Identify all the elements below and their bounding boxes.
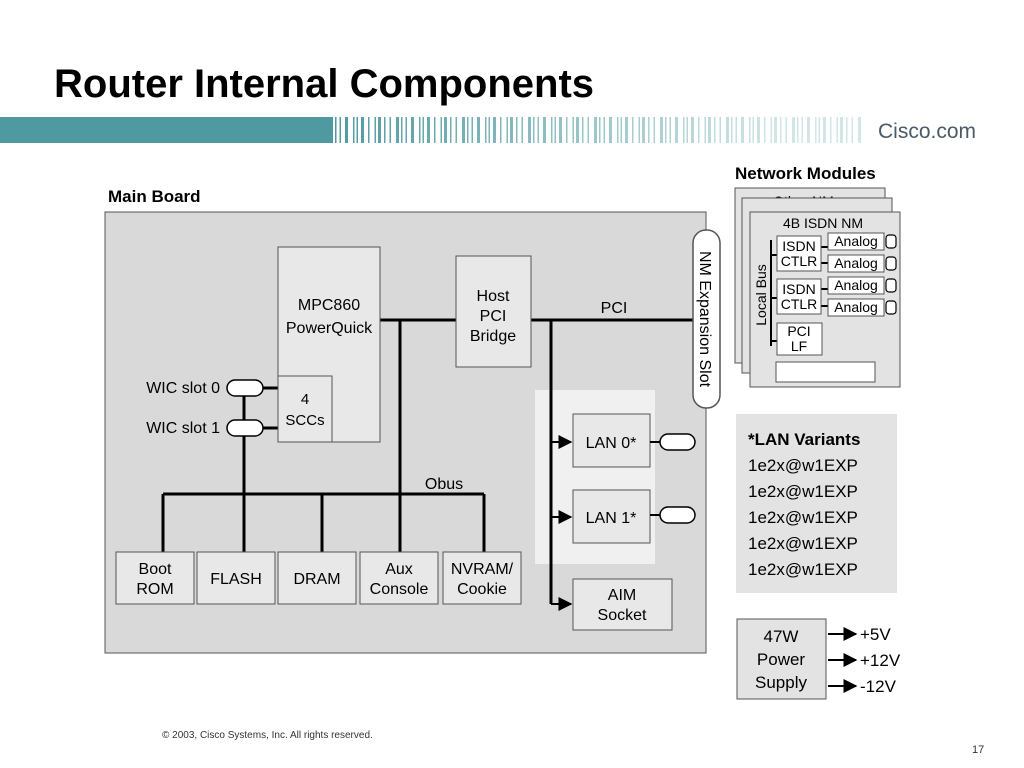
power-rail-label: +12V (860, 651, 901, 670)
bridge-label-1: Host (477, 288, 510, 305)
slide-title: Router Internal Components (54, 62, 595, 106)
pci-lf-label-1: PCI (787, 323, 810, 339)
lan-variant-item: 1e2x@w1EXP (748, 534, 858, 553)
local-bus-label: Local Bus (753, 264, 769, 325)
power-rail-label: -12V (860, 677, 897, 696)
isdn-nm-label: 4B ISDN NM (783, 215, 863, 231)
brand-bar (0, 117, 861, 143)
sccs-box (277, 375, 333, 443)
pci-lf-box (776, 322, 823, 356)
isdn-ctlr-a-label-1: ISDN (782, 238, 815, 254)
power-supply-label-1: 47W (764, 627, 799, 646)
pci-label: PCI (601, 300, 628, 317)
isdn-ctlr-a-label-2: CTLR (781, 253, 818, 269)
bridge-label-2: PCI (480, 308, 507, 325)
isdn-ctlr-a (776, 235, 822, 272)
nvram-label-1: NVRAM/ (451, 561, 514, 578)
wic-slot-0-label: WIC slot 0 (146, 380, 220, 397)
aim-label-2: Socket (598, 607, 647, 624)
nm-expansion-slot-label: NM Expansion Slot (696, 251, 713, 388)
wic-slot-1-connector (226, 419, 264, 437)
lan1-label: LAN 1* (586, 510, 637, 527)
analog-jacks (885, 234, 897, 315)
analog-label-2: Analog (834, 255, 878, 271)
analog-label-4: Analog (834, 299, 878, 315)
power-rail-arrows (828, 627, 858, 693)
power-supply-label-2: Power (757, 650, 806, 669)
aim-label-1: AIM (608, 587, 636, 604)
analog-label-1: Analog (834, 233, 878, 249)
lan-variants-title: *LAN Variants (748, 430, 860, 449)
nvram-label-2: Cookie (457, 581, 507, 598)
wic-slot-1-label: WIC slot 1 (146, 420, 220, 437)
pci-arrows (551, 435, 573, 611)
flash-box (196, 551, 276, 605)
analog-label-3: Analog (834, 277, 878, 293)
lan-variant-item: 1e2x@w1EXP (748, 560, 858, 579)
sccs-label-2: SCCs (285, 412, 324, 429)
boot-rom-box (115, 551, 195, 605)
lan-variant-item: 1e2x@w1EXP (748, 482, 858, 501)
wic-slot-0-connector (226, 379, 264, 397)
isdn-ctlr-b-label-1: ISDN (782, 281, 815, 297)
page-number: 17 (972, 744, 985, 756)
barcode-stripes (330, 117, 861, 143)
aim-socket-box (572, 578, 673, 631)
sccs-label-1: 4 (301, 391, 309, 408)
brand-logo: Cisco.com (878, 120, 977, 143)
main-board-title: Main Board (108, 187, 201, 206)
host-pci-bridge (455, 255, 532, 368)
bridge-label-3: Bridge (470, 328, 516, 345)
lan0-box (572, 413, 651, 468)
flash-label: FLASH (210, 571, 262, 588)
aux-console-label-2: Console (370, 581, 429, 598)
lan-variants-panel (736, 414, 897, 593)
aux-console-label-1: Aux (385, 561, 413, 578)
isdn-ctlr-b (776, 278, 822, 315)
isdn-ctlr-b-label-2: CTLR (781, 296, 818, 312)
boot-rom-label-2: ROM (136, 581, 173, 598)
dram-box (277, 551, 357, 605)
analog-port-3 (827, 276, 885, 295)
dram-label: DRAM (293, 571, 340, 588)
power-supply-label-3: Supply (755, 673, 807, 692)
pci-lf-label-2: LF (791, 338, 807, 354)
network-modules-title: Network Modules (735, 164, 876, 183)
copyright-footer: © 2003, Cisco Systems, Inc. All rights r… (162, 730, 373, 741)
boot-rom-label-1: Boot (139, 561, 172, 578)
cpu-label-2: PowerQuick (286, 320, 373, 337)
cpu-label-1: MPC860 (298, 297, 360, 314)
analog-port-2 (827, 254, 885, 273)
power-supply-box (736, 618, 827, 700)
aux-console-box (359, 551, 439, 605)
lan-variant-item: 1e2x@w1EXP (748, 456, 858, 475)
lan-variant-item: 1e2x@w1EXP (748, 508, 858, 527)
analog-port-4 (827, 298, 885, 317)
nvram-cookie-box (442, 551, 522, 605)
lan0-label: LAN 0* (586, 435, 637, 452)
lan1-box (572, 489, 651, 544)
obus-label: Obus (425, 476, 463, 493)
lan1-connector (659, 506, 696, 524)
bus-wiring (161, 318, 694, 604)
nm-edge-connector (775, 361, 876, 383)
nm-expansion-slot (692, 229, 721, 409)
local-bus-wiring (770, 240, 828, 346)
lan0-connector (659, 433, 696, 451)
power-rail-label: +5V (860, 625, 891, 644)
analog-port-1 (827, 232, 885, 251)
